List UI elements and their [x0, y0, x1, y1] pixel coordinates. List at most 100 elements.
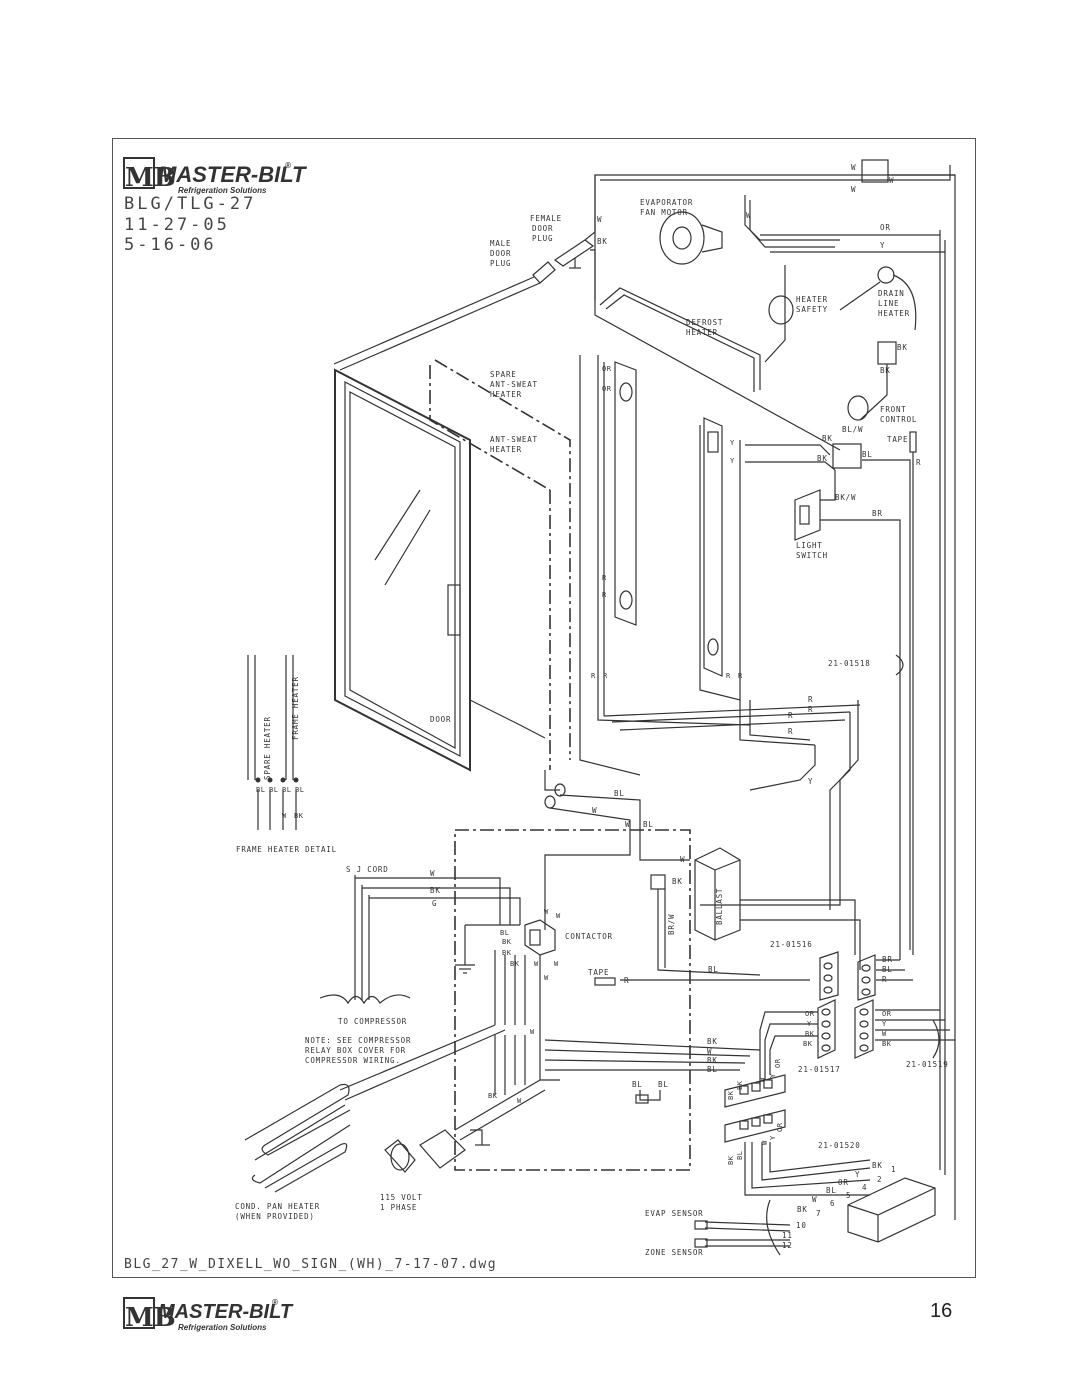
- wire-code-bk-r1: BK: [897, 343, 908, 352]
- wire-code-r-mr: R: [726, 672, 731, 680]
- control-box-outline: [454, 829, 691, 1171]
- ctl-bk-2: BK: [797, 1205, 808, 1214]
- wire-code-r-c2: R: [808, 705, 813, 714]
- wire-code-r-ml2: R: [602, 591, 607, 599]
- tape-label-1: TAPE: [887, 435, 908, 444]
- wire-code-bl-b3: BL: [658, 1080, 669, 1089]
- part-21-01517: 21-01517: [798, 1065, 841, 1074]
- light-switch: LIGHT SWITCH: [794, 489, 828, 560]
- spare-anti-sweat-heater: SPARE ANT-SWEAT HEATER ANT-SWEAT HEATER: [429, 359, 571, 770]
- footer-logo-reg: ®: [272, 1298, 278, 1307]
- spare-asw-label-2: ANT-SWEAT: [490, 380, 538, 389]
- page-number: 16: [930, 1300, 953, 1322]
- door-label: DOOR: [430, 715, 451, 724]
- wire-code-bl-cb2: BL: [643, 820, 654, 829]
- drain-line-label-1: DRAIN: [878, 289, 905, 298]
- cond-pan-label-2: (WHEN PROVIDED): [235, 1212, 315, 1221]
- wire-code-bk-bal: BK: [672, 877, 683, 886]
- drain-line-label-2: LINE: [878, 299, 899, 308]
- male-plug-label-1: MALE: [490, 239, 511, 248]
- wire-code-bk-b2: BK: [707, 1056, 718, 1065]
- footer-logo-mb: MB: [125, 1303, 176, 1333]
- heater-safety-label-1: HEATER: [796, 295, 828, 304]
- wire-code-or-ml: OR: [602, 365, 612, 373]
- female-plug-label-2: DOOR: [532, 224, 553, 233]
- wire-code-r-tape2: R: [624, 976, 629, 985]
- dx-y2: Y: [769, 1135, 777, 1140]
- wire-code-r-c4: R: [788, 727, 793, 736]
- frame-heater-label: FRAME HEATER: [291, 676, 300, 740]
- tape-label-2: TAPE: [588, 968, 609, 977]
- asw-label-2: HEATER: [490, 445, 522, 454]
- part-21-01519: 21-01519: [906, 1060, 949, 1069]
- wire-code-bk-ct2: BK: [502, 949, 512, 957]
- mullion-heater-right: [699, 417, 741, 701]
- ctl-y: Y: [855, 1170, 860, 1179]
- p19-w: W: [882, 1030, 887, 1038]
- wire-code-or-ml2: OR: [602, 385, 612, 393]
- drain-line-label-3: HEATER: [878, 309, 910, 318]
- wire-code-bkw: BK/W: [835, 493, 856, 502]
- wire-code-bl-b2: BL: [632, 1080, 643, 1089]
- wire-code-w-cb1: W: [592, 806, 597, 815]
- door-cable: [333, 276, 541, 371]
- wire-code-bk-r2: BK: [880, 366, 891, 375]
- footer-logo-tagline: Refrigeration Solutions: [178, 1323, 267, 1332]
- front-control-label-2: CONTROL: [880, 415, 917, 424]
- wire-code-or-1: OR: [880, 223, 891, 232]
- fh-bl-1: BL: [256, 786, 265, 794]
- connector-2: [544, 795, 556, 809]
- wire-code-bk: BK: [597, 237, 608, 246]
- terminal-block-right-1: [877, 341, 897, 365]
- part-21-01516: 21-01516: [770, 940, 813, 949]
- wire-code-w-fan: W: [746, 211, 751, 220]
- lamp-holder: [650, 874, 666, 890]
- plug-21-01516: [819, 951, 876, 1001]
- spare-asw-label-1: SPARE: [490, 370, 517, 379]
- wire-code-y-mr: Y: [730, 439, 735, 447]
- wire-code-bk-fc2: BK: [817, 454, 828, 463]
- condensate-pan-heater: [244, 1024, 506, 1193]
- light-switch-label-2: SWITCH: [796, 551, 828, 560]
- wire-code-w-ct4: W: [554, 960, 559, 968]
- note-line-2: RELAY BOX COVER FOR: [305, 1046, 406, 1055]
- wire-code-r-c3: R: [788, 711, 793, 720]
- wire-code-brw: BR/W: [667, 914, 676, 935]
- female-plug-label-3: PLUG: [532, 234, 553, 243]
- cond-pan-label-1: COND. PAN HEATER: [235, 1202, 320, 1211]
- fh-bl-3: BL: [282, 786, 291, 794]
- ctl-term-5: 5: [846, 1191, 851, 1200]
- diagram-frame: [112, 138, 976, 1278]
- wire-code-r-ml3: R: [591, 672, 596, 680]
- evaporator-fan-motor: EVAPORATOR FAN MOTOR: [640, 198, 723, 265]
- header-logo-tagline: Refrigeration Solutions: [178, 186, 267, 195]
- wire-code-bl-b1: BL: [707, 1065, 718, 1074]
- plug-21-01519: [854, 999, 874, 1059]
- mullion-heater-left: [579, 355, 751, 776]
- dx-w: W: [759, 1077, 767, 1082]
- sensor-clip: [635, 1094, 649, 1104]
- ctl-term-2: 2: [877, 1175, 882, 1184]
- defrost-label-2: HEATER: [686, 328, 718, 337]
- male-plug-label-2: DOOR: [490, 249, 511, 258]
- defrost-heater: DEFROST HEATER: [599, 287, 761, 392]
- part-21-01520: 21-01520: [818, 1141, 861, 1150]
- ctl-term-4: 4: [862, 1183, 867, 1192]
- wire-code-w-ct3: W: [534, 960, 539, 968]
- zone-sensor-probe: [705, 1239, 790, 1247]
- dx-bl: BL: [736, 1151, 744, 1160]
- wire-code-w-top2: W: [889, 176, 894, 185]
- dixell-connector-lower: [724, 1109, 786, 1143]
- front-control-block: [832, 443, 862, 469]
- ctl-w: W: [812, 1195, 817, 1204]
- wire-code-y-mr2: Y: [730, 457, 735, 465]
- footer-logo: MB MASTER-BILT ® Refrigeration Solutions: [123, 1297, 294, 1333]
- wire-code-w-cb2: W: [625, 820, 630, 829]
- drain-line-heater: DRAIN LINE HEATER: [839, 266, 917, 331]
- fh-bl-2: BL: [269, 786, 278, 794]
- wire-code-bk-b1: BK: [707, 1037, 718, 1046]
- wire-code-bl-fc: BL: [862, 450, 873, 459]
- wire-code-r-ml4: R: [603, 672, 608, 680]
- wire-code-w-b2: W: [517, 1097, 522, 1105]
- front-control-label-1: FRONT: [880, 405, 907, 414]
